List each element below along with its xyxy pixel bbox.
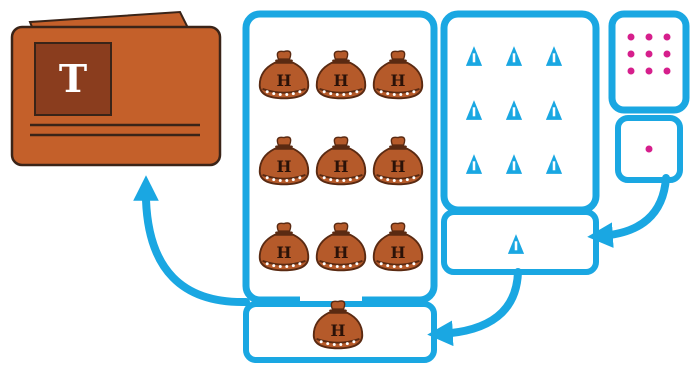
thousands-card-label-box <box>34 42 112 116</box>
dot-icon <box>663 50 671 58</box>
dot-icon <box>627 67 635 75</box>
dot-icon <box>663 67 671 75</box>
arrow-tens-to-hundreds <box>427 268 522 347</box>
ones-frame <box>608 10 690 114</box>
dot-icon <box>645 33 653 41</box>
thousands-card-letter: T <box>59 56 87 101</box>
tens-frame <box>440 10 600 214</box>
dot-icon <box>627 33 635 41</box>
dot-icon <box>627 50 635 58</box>
thousands-card: T <box>10 10 222 167</box>
dot-icon <box>645 67 653 75</box>
tens-carry-box <box>441 209 599 275</box>
dot-icon <box>645 145 653 153</box>
ones-dots-grid <box>627 33 671 153</box>
arrow-hundreds-to-thousands <box>133 175 250 307</box>
arrow-ones-to-tens <box>587 174 670 248</box>
dot-icon <box>663 33 671 41</box>
dot-icon <box>645 50 653 58</box>
